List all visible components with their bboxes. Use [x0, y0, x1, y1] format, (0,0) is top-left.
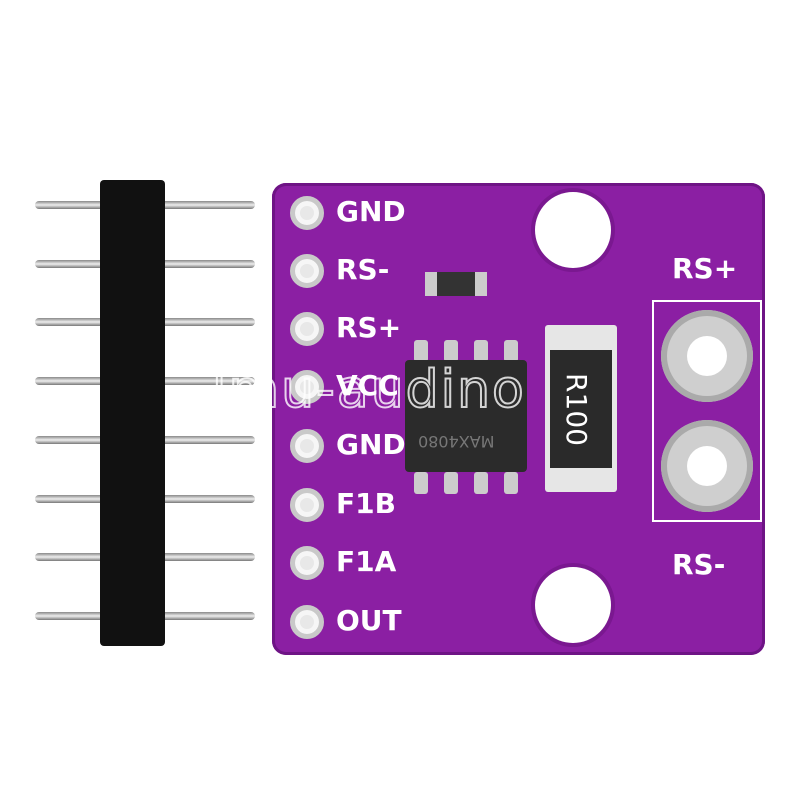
pad-gnd-2	[290, 429, 324, 463]
pad-f1b	[290, 488, 324, 522]
terminal-label-top: RS+	[672, 252, 738, 285]
pad-rs-plus	[290, 312, 324, 346]
pin-label: F1B	[336, 487, 396, 520]
terminal-pad-rs-plus	[661, 310, 753, 402]
pad-f1a	[290, 546, 324, 580]
pin-label: GND	[336, 195, 406, 228]
watermark: lmu-audino	[211, 359, 526, 421]
pad-rs-minus	[290, 254, 324, 288]
terminal-label-bottom: RS-	[672, 548, 726, 581]
mounting-hole-bottom	[535, 567, 611, 643]
terminal-pad-rs-minus	[661, 420, 753, 512]
pad-gnd	[290, 196, 324, 230]
chip-marking: MAX4080	[418, 432, 495, 451]
resistor-marking: R100	[559, 373, 593, 446]
mounting-hole-top	[535, 192, 611, 268]
header-plastic-body	[100, 180, 165, 646]
pin-label: GND	[336, 428, 406, 461]
pad-vcc	[290, 370, 324, 404]
pin-label: RS+	[336, 311, 402, 344]
smd-capacitor	[425, 272, 487, 296]
pin-label: OUT	[336, 604, 402, 637]
pad-out	[290, 605, 324, 639]
pin-label: F1A	[336, 545, 397, 578]
terminal-outline	[652, 300, 762, 522]
pin-label: VCC	[336, 369, 399, 402]
pin-label: RS-	[336, 253, 390, 286]
